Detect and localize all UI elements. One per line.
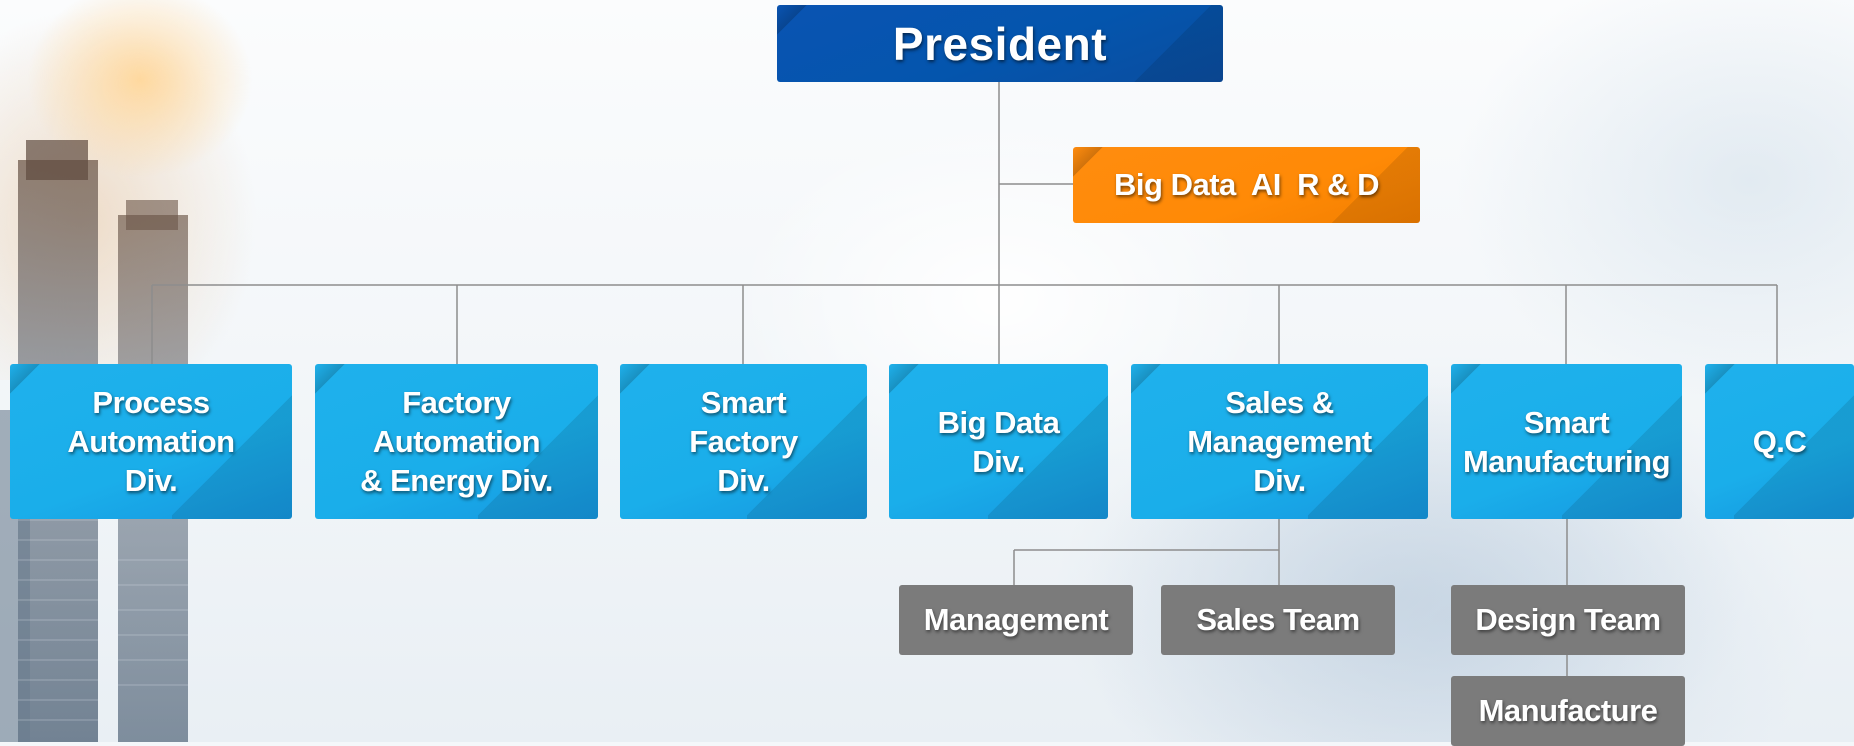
division-label: Q.C: [1752, 424, 1807, 459]
team-management: Management: [899, 585, 1133, 655]
president-label: President: [892, 17, 1108, 70]
team-label: Design Team: [1475, 602, 1661, 637]
division-smart-factory: Smart Factory Div.: [620, 364, 867, 519]
team-manufacture: Manufacture: [1451, 676, 1685, 746]
team-label: Management: [923, 602, 1109, 637]
president-node: President: [777, 5, 1223, 82]
division-sales-management: Sales & Management Div.: [1131, 364, 1428, 519]
division-factory-automation-energy: Factory Automation & Energy Div.: [315, 364, 598, 519]
team-sales: Sales Team: [1161, 585, 1395, 655]
team-label: Manufacture: [1478, 693, 1658, 728]
team-design: Design Team: [1451, 585, 1685, 655]
team-label: Sales Team: [1196, 602, 1360, 637]
rnd-node: Big Data AI R & D: [1073, 147, 1420, 223]
division-label: Sales & Management Div.: [1187, 385, 1372, 498]
division-smart-manufacturing: Smart Manufacturing: [1451, 364, 1682, 519]
division-qc: Q.C: [1705, 364, 1854, 519]
division-label: Process Automation Div.: [67, 385, 235, 498]
division-process-automation: Process Automation Div.: [10, 364, 292, 519]
rnd-label: Big Data AI R & D: [1114, 167, 1379, 202]
division-label: Smart Factory Div.: [689, 385, 798, 498]
division-label: Smart Manufacturing: [1462, 404, 1671, 479]
division-label: Big Data Div.: [937, 404, 1060, 479]
division-big-data: Big Data Div.: [889, 364, 1108, 519]
division-label: Factory Automation & Energy Div.: [360, 385, 553, 498]
